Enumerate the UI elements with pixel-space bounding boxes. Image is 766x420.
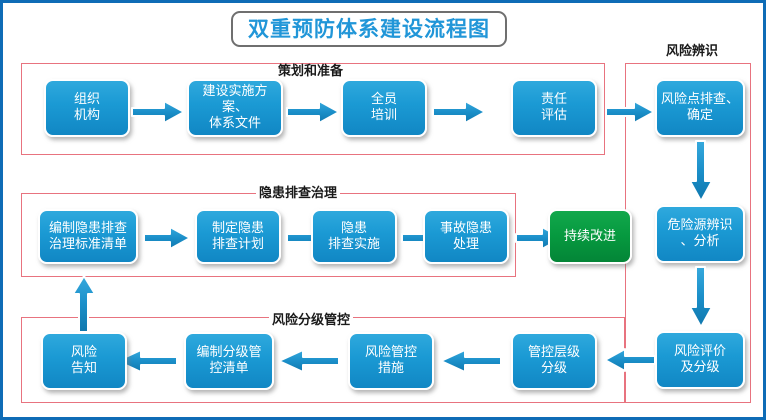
- arrow-right-n3-n4: [432, 99, 486, 125]
- node-line: 排查实施: [327, 236, 380, 252]
- node-risk-point-survey[interactable]: 风险点排查、 确定: [655, 79, 745, 137]
- node-hazard-investigation-plan[interactable]: 制定隐患 排查计划: [195, 209, 281, 264]
- node-line: 危险源辨识: [667, 218, 733, 233]
- arrow-right-planning-to-identification: [605, 99, 655, 125]
- node-line: 风险评价: [673, 344, 726, 359]
- section-label-identification: 风险辨识: [663, 45, 722, 59]
- node-line: 培训: [370, 108, 397, 123]
- node-line: 治理标准清单: [48, 236, 127, 252]
- node-line: 风险点排查、: [660, 92, 739, 107]
- node-line: 排查计划: [211, 236, 264, 252]
- node-risk-evaluation-grading[interactable]: 风险评价 及分级: [655, 331, 745, 389]
- node-line: 措施: [377, 361, 404, 376]
- section-label-grading: 风险分级管控: [269, 314, 354, 328]
- section-frame-planning: [21, 63, 605, 155]
- section-label-planning: 策划和准备: [275, 65, 347, 79]
- node-hazard-source-identification[interactable]: 危险源辨识 、分析: [655, 205, 745, 263]
- node-line: 管控层级: [527, 345, 580, 360]
- arrow-left-identification-to-grading: [604, 347, 656, 373]
- node-line: 处理: [452, 236, 479, 252]
- node-continuous-improvement[interactable]: 持续改进: [548, 209, 632, 264]
- node-line: 责任: [540, 92, 567, 107]
- node-implementation-plan[interactable]: 建设实施方案、 体系文件: [187, 79, 283, 137]
- node-line: 制定隐患: [211, 220, 264, 236]
- arrow-down-r1-r2: [688, 140, 714, 202]
- node-line: 建设实施方案、: [202, 84, 268, 115]
- node-line: 编制隐患排查: [48, 220, 127, 236]
- arrow-right-n2-n3: [286, 99, 340, 125]
- node-line: 、分析: [680, 234, 720, 249]
- node-risk-notification[interactable]: 风险 告知: [41, 332, 127, 390]
- node-line: 及分级: [680, 360, 720, 375]
- node-line: 评估: [540, 108, 567, 123]
- node-all-staff-training[interactable]: 全员 培训: [341, 79, 427, 137]
- node-graded-control-list[interactable]: 编制分级管 控清单: [184, 332, 274, 390]
- node-line: 控清单: [209, 361, 249, 376]
- node-line: 风险管控: [364, 345, 417, 360]
- node-line: 编制分级管: [196, 345, 262, 360]
- node-accident-hazard-handling[interactable]: 事故隐患 处理: [423, 209, 509, 264]
- node-line: 持续改进: [563, 228, 616, 244]
- node-risk-control-measures[interactable]: 风险管控 措施: [348, 332, 434, 390]
- node-line: 事故隐患: [439, 220, 492, 236]
- node-line: 隐患: [340, 220, 367, 236]
- arrow-right-n1-n2: [131, 99, 185, 125]
- node-hazard-standard-list[interactable]: 编制隐患排查 治理标准清单: [38, 209, 138, 264]
- node-line: 组织: [73, 92, 100, 107]
- node-hazard-investigation-execution[interactable]: 隐患 排查实施: [311, 209, 397, 264]
- node-line: 告知: [70, 361, 97, 376]
- node-line: 分级: [540, 361, 567, 376]
- chart-title: 双重预防体系建设流程图: [248, 16, 490, 41]
- node-line: 体系文件: [208, 116, 261, 131]
- node-organization[interactable]: 组织 机构: [44, 79, 130, 137]
- node-line: 风险: [70, 345, 97, 360]
- node-line: 全员: [370, 92, 397, 107]
- arrow-left-g1-g2: [440, 348, 502, 374]
- arrow-left-g2-g3: [278, 348, 340, 374]
- node-control-level-grading[interactable]: 管控层级 分级: [511, 332, 597, 390]
- node-line: 确定: [686, 108, 713, 123]
- arrow-right-h1-h2: [143, 225, 191, 251]
- chart-title-box: 双重预防体系建设流程图: [231, 11, 507, 47]
- arrow-down-r2-r3: [688, 266, 714, 328]
- node-line: 机构: [73, 108, 100, 123]
- arrow-left-g3-g4: [116, 348, 178, 374]
- node-responsibility-assessment[interactable]: 责任 评估: [511, 79, 597, 137]
- section-label-hazard: 隐患排查治理: [256, 187, 341, 201]
- arrow-up-grading-to-hazard: [71, 275, 97, 333]
